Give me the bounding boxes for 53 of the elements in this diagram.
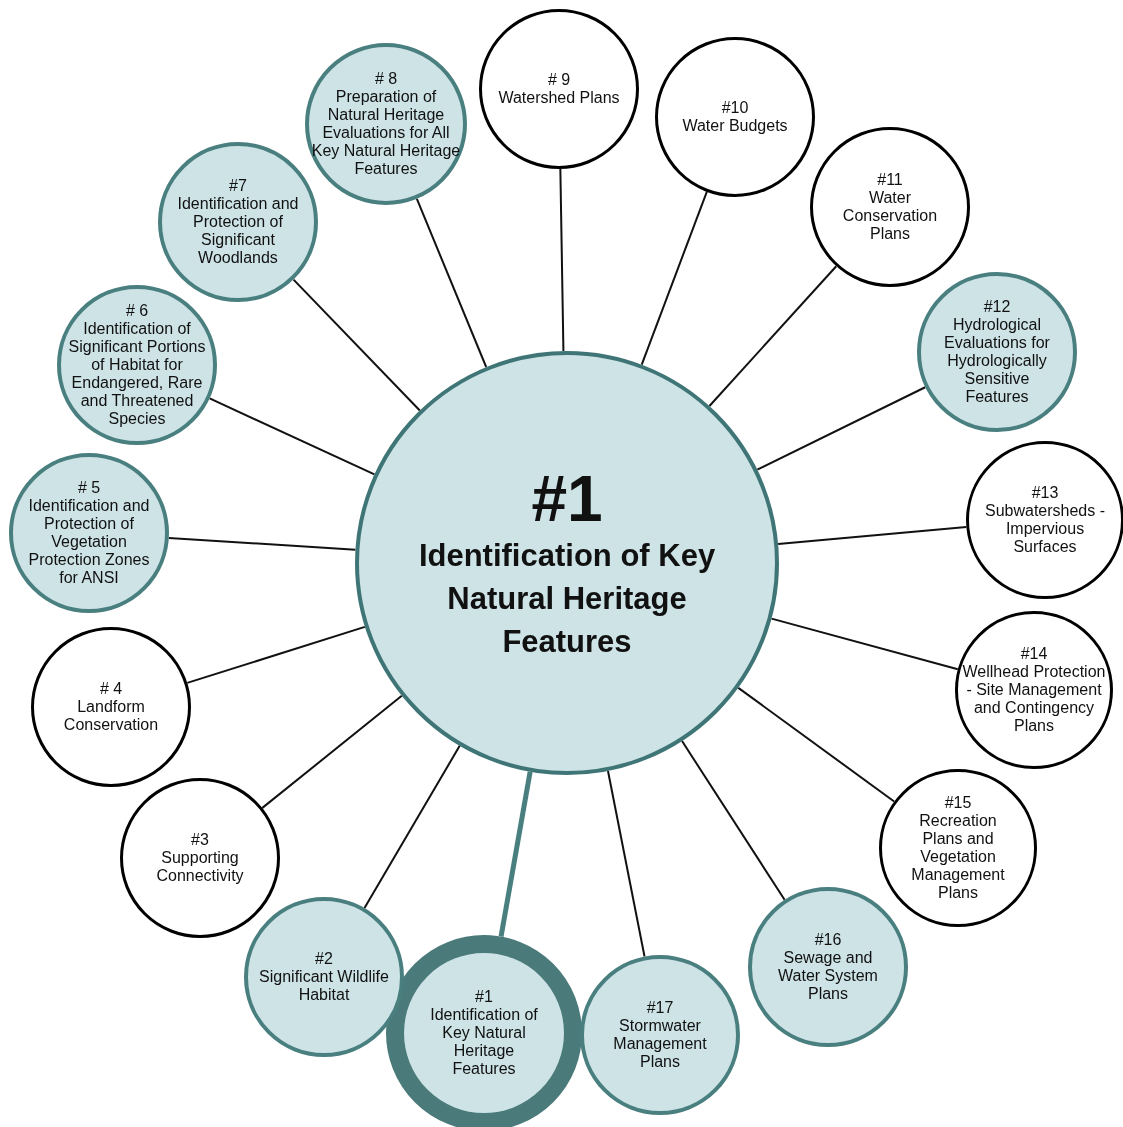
node-title: Watershed Plans (498, 89, 620, 107)
connector-line (186, 625, 366, 684)
node-number: #3 (191, 831, 209, 849)
node-title: Supporting Connectivity (155, 849, 245, 885)
node-number: #12 (983, 298, 1011, 316)
node-number: #11 (877, 171, 903, 189)
node-title: Significant Wildlife Habitat (259, 968, 389, 1004)
node-number: # 6 (125, 302, 149, 320)
node-number: # 9 (547, 71, 571, 89)
connector-line (770, 617, 959, 671)
node-title: Water Budgets (682, 117, 788, 135)
node-title: Stormwater Management Plans (612, 1017, 708, 1071)
node-title: Subwatersheds - Impervious Surfaces (983, 502, 1107, 556)
node-number: #17 (646, 999, 674, 1017)
connector-line (777, 526, 968, 545)
node-number: #7 (229, 177, 247, 195)
connector-line (292, 278, 421, 412)
node-title: Sewage and Water System Plans (777, 949, 879, 1003)
node-title: Identification and Protection of Significant Woodlands (176, 195, 300, 267)
connector-line (640, 190, 708, 366)
node-number: # 4 (99, 680, 123, 698)
connector-line (261, 694, 403, 809)
node-title: Identification of Key Natural Heritage Features (417, 536, 717, 661)
node-number: #1 (475, 988, 493, 1006)
connector-line (363, 744, 461, 909)
node-number: #1 (531, 463, 603, 534)
node-title: Water Conservation Plans (841, 189, 939, 243)
node-number: #15 (944, 794, 972, 812)
node-title: Identification of Significant Portions of Habitat for Endangered, Rare and Threatened Species (67, 320, 207, 428)
connector-line (681, 740, 786, 901)
node-title: Identification and Protection of Vegetation Protection Zones for ANSI (28, 497, 150, 587)
node-title: Landform Conservation (62, 698, 160, 734)
node-number: #13 (1031, 484, 1059, 502)
node-number: #2 (315, 950, 333, 968)
connector-line (607, 770, 646, 958)
node-number: # 5 (77, 479, 101, 497)
node-title: Wellhead Protection - Site Management and Contingency Plans (961, 663, 1107, 735)
node-number: # 8 (374, 70, 398, 88)
node-title: Identification of Key Natural Heritage Features (429, 1006, 539, 1078)
connector-line (208, 397, 376, 476)
connector-line (708, 265, 838, 407)
connector-line (167, 537, 357, 551)
node-number: #14 (1020, 645, 1048, 663)
node-number: #10 (721, 99, 749, 117)
connector-line (498, 771, 533, 937)
connector-line (415, 197, 488, 368)
node-title: Recreation Plans and Vegetation Management Plans (910, 812, 1006, 902)
node-title: Preparation of Natural Heritage Evaluations for All Key Natural Heritage Features (311, 88, 461, 178)
connector-line (756, 386, 927, 471)
connector-line (559, 168, 565, 353)
node-number: #16 (814, 931, 842, 949)
node-title: Hydrological Evaluations for Hydrologically Sensitive Features (943, 316, 1051, 406)
connector-line (737, 686, 896, 803)
